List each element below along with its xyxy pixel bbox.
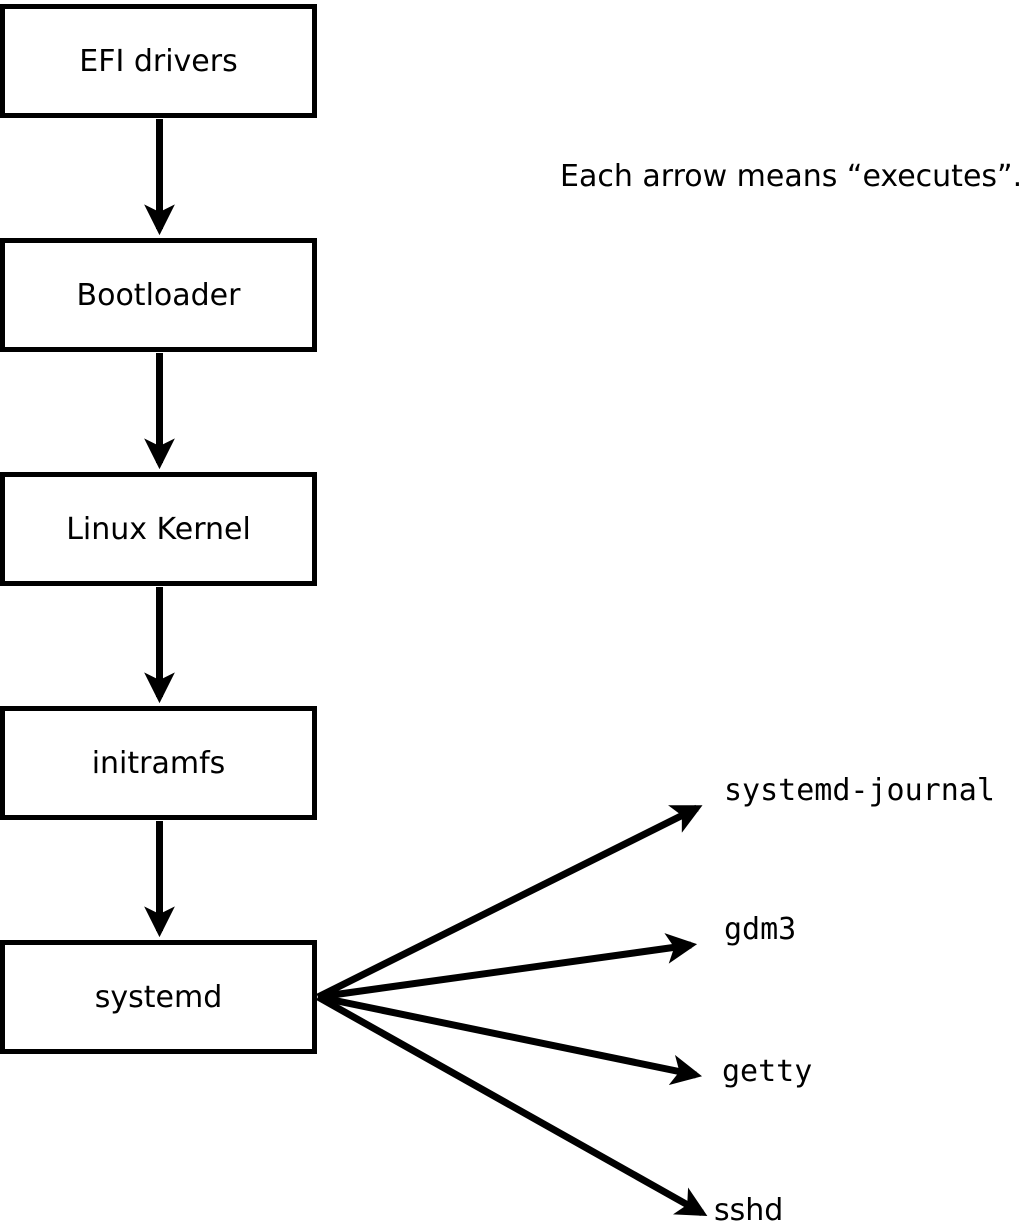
- arrow-systemd-to-gdm3: [317, 933, 698, 1001]
- node-initramfs-label: initramfs: [91, 745, 226, 781]
- arrow-systemd-to-sshd: [316, 993, 708, 1217]
- node-linux-kernel: Linux Kernel: [0, 472, 317, 586]
- node-bootloader: Bootloader: [0, 238, 317, 352]
- node-initramfs: initramfs: [0, 706, 317, 820]
- node-systemd-label: systemd: [94, 979, 223, 1015]
- node-efi-drivers: EFI drivers: [0, 4, 317, 118]
- label-systemd-journal: systemd-journal: [724, 773, 995, 808]
- node-bootloader-label: Bootloader: [76, 277, 241, 313]
- label-getty: getty: [722, 1054, 813, 1089]
- label-gdm3: gdm3: [724, 912, 797, 947]
- label-sshd: sshd: [714, 1193, 784, 1228]
- node-linux-kernel-label: Linux Kernel: [66, 511, 251, 547]
- arrow-systemd-to-journal: [316, 804, 703, 1001]
- arrow-systemd-to-getty: [317, 993, 703, 1086]
- node-systemd: systemd: [0, 940, 317, 1054]
- node-efi-drivers-label: EFI drivers: [79, 43, 238, 79]
- diagram-caption: Each arrow means “executes”.: [560, 159, 1023, 194]
